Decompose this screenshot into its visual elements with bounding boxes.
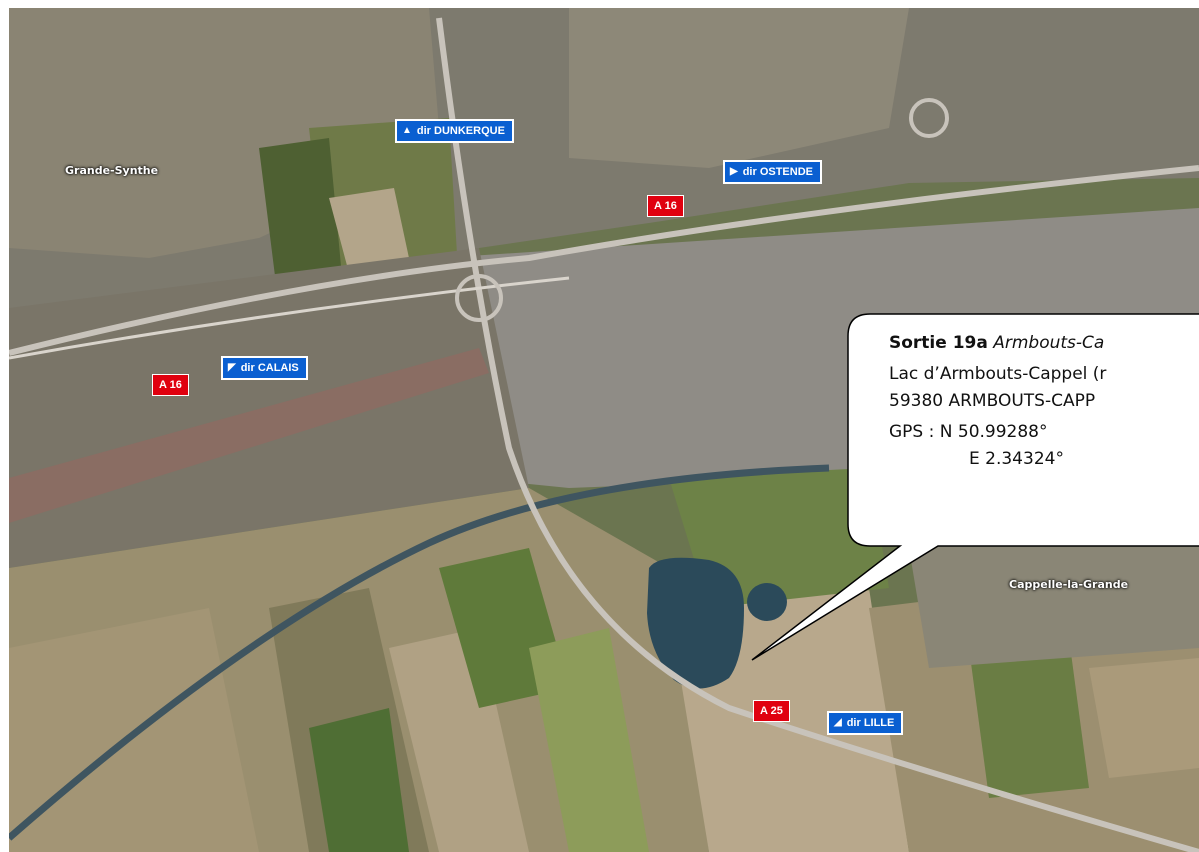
direction-sign-dunkerque: ▲ dir DUNKERQUE: [395, 119, 514, 143]
exit-place: Armbouts-Ca: [993, 333, 1105, 353]
exit-label: Sortie 19a: [889, 333, 988, 353]
place-cappelle-la-grande: Cappelle-la-Grande: [1009, 578, 1129, 591]
arrow-down-right-icon: ◢: [834, 717, 842, 728]
callout-gps-latitude: GPS : N 50.99288°: [889, 422, 1048, 442]
direction-sign-label: dir OSTENDE: [742, 166, 813, 178]
direction-sign-lille: ◢ dir LILLE: [827, 711, 904, 735]
direction-sign-label: dir LILLE: [846, 717, 895, 729]
callout-address-line1: Lac d’Armbouts-Cappel (r: [889, 364, 1107, 384]
callout-text: Sortie 19a Armbouts-Ca Lac d’Armbouts-Ca…: [889, 330, 1106, 473]
callout-address-line2: 59380 ARMBOUTS-CAPP: [889, 391, 1096, 411]
road-shield-a16-north: A 16: [647, 195, 684, 217]
arrow-up-icon: ▲: [402, 125, 412, 136]
arrow-right-icon: ▶: [730, 166, 738, 177]
direction-sign-label: dir CALAIS: [240, 362, 299, 374]
direction-sign-ostende: ▶ dir OSTENDE: [723, 160, 822, 184]
direction-sign-calais: ◤ dir CALAIS: [221, 356, 308, 380]
callout-exit-line: Sortie 19a Armbouts-Ca: [889, 330, 1106, 357]
place-grande-synthe: Grande-Synthe: [65, 164, 159, 177]
arrow-up-left-icon: ◤: [228, 362, 236, 373]
callout-gps-longitude: E 2.34324°: [969, 449, 1064, 469]
road-shield-a25: A 25: [753, 700, 790, 722]
road-shield-a16-west: A 16: [152, 374, 189, 396]
direction-sign-label: dir DUNKERQUE: [416, 125, 505, 137]
